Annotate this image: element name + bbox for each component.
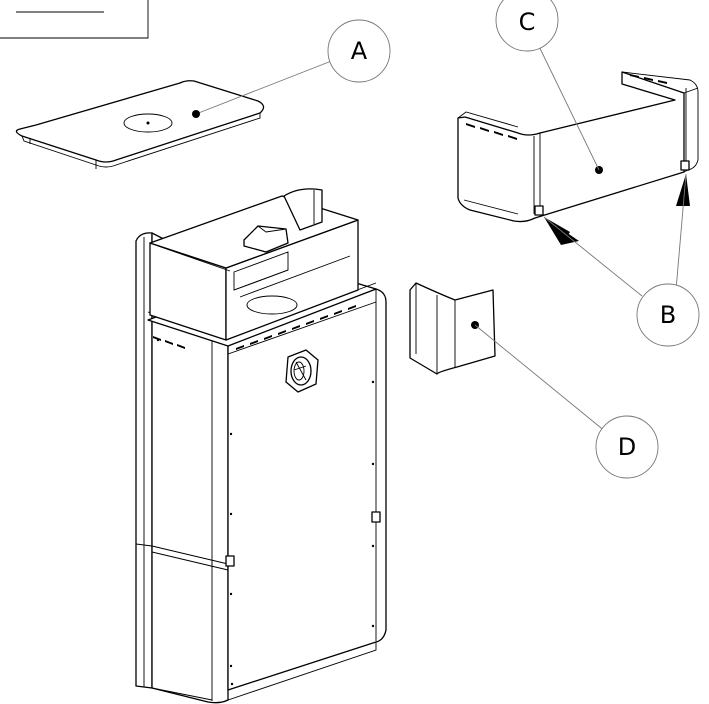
part-a-marker bbox=[192, 110, 200, 118]
rivets bbox=[156, 338, 375, 686]
shroud-vent-slots bbox=[466, 74, 667, 140]
leader-lines bbox=[195, 35, 687, 433]
callout-a-label: A bbox=[351, 37, 368, 65]
part-c-shroud bbox=[457, 71, 699, 223]
main-cabinet-body bbox=[135, 188, 387, 704]
callout-c: C bbox=[495, 0, 559, 52]
callout-c-label: C bbox=[519, 8, 536, 36]
title-box-fragment bbox=[0, 0, 149, 39]
callout-b-label: B bbox=[660, 301, 676, 329]
callout-d-label: D bbox=[618, 433, 636, 461]
callout-b: B bbox=[636, 283, 700, 347]
callout-a: A bbox=[327, 19, 391, 83]
flue-outlet bbox=[285, 349, 319, 393]
part-d-side-panel bbox=[409, 282, 496, 375]
part-a-top-plate bbox=[15, 80, 265, 169]
callout-d: D bbox=[595, 415, 659, 479]
